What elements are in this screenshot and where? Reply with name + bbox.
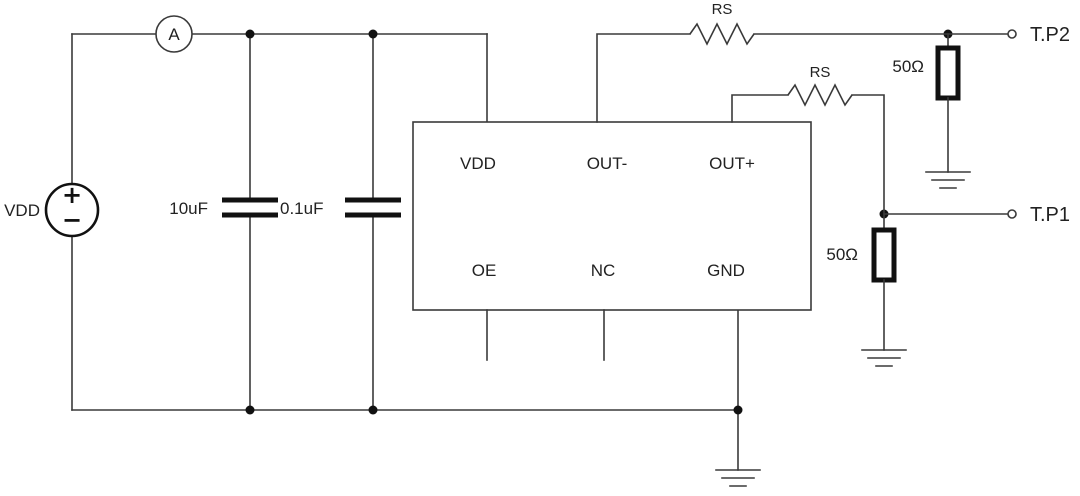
source-label: VDD bbox=[4, 201, 40, 220]
pin-gnd-label: GND bbox=[707, 261, 745, 280]
chip-body bbox=[412, 121, 812, 311]
r-tp1-label: 50Ω bbox=[826, 245, 858, 264]
rs2-resistor bbox=[787, 83, 853, 107]
capacitor-10uf: 10uF bbox=[169, 33, 278, 411]
oscillator-chip: VDD OUT- OUT+ OE NC GND bbox=[412, 121, 812, 361]
rs2-label: RS bbox=[810, 64, 831, 81]
r-tp2-label: 50Ω bbox=[892, 57, 924, 76]
test-point-tp2: T.P2 bbox=[1007, 24, 1070, 46]
cap2-label: 0.1uF bbox=[280, 199, 323, 218]
load-resistor-tp2: 50Ω bbox=[892, 33, 961, 173]
r-tp1-body bbox=[871, 227, 897, 283]
tp2-label: T.P2 bbox=[1030, 24, 1070, 46]
pin-out-minus-label: OUT- bbox=[587, 154, 628, 173]
pin-out-plus-label: OUT+ bbox=[709, 154, 755, 173]
ground-symbol-tp2 bbox=[925, 171, 971, 189]
rs1-label: RS bbox=[712, 1, 733, 18]
out-plus-path: RS bbox=[731, 64, 1009, 231]
voltage-source: + − VDD bbox=[4, 33, 100, 411]
rs1-resistor bbox=[689, 22, 755, 46]
out-minus-path: RS bbox=[596, 1, 1009, 123]
ground-symbol-tp1 bbox=[861, 349, 907, 367]
tp1-terminal bbox=[1007, 209, 1017, 219]
junction-dot bbox=[733, 405, 743, 415]
bottom-rail bbox=[71, 309, 739, 471]
junction-dot bbox=[368, 405, 378, 415]
load-resistor-tp1: 50Ω bbox=[826, 227, 897, 351]
r-tp2-body bbox=[935, 45, 961, 101]
ammeter: A bbox=[155, 15, 193, 53]
pin-oe-label: OE bbox=[472, 261, 497, 280]
pin-vdd-label: VDD bbox=[460, 154, 496, 173]
source-minus-sign: − bbox=[62, 206, 82, 234]
junction-dot bbox=[245, 29, 255, 39]
junction-dot bbox=[368, 29, 378, 39]
pin-nc-label: NC bbox=[591, 261, 616, 280]
junction-dots bbox=[245, 29, 953, 415]
test-point-tp1: T.P1 bbox=[1007, 204, 1070, 226]
junction-dot bbox=[245, 405, 255, 415]
tp1-label: T.P1 bbox=[1030, 204, 1070, 226]
ammeter-circle bbox=[155, 15, 193, 53]
cap1-label: 10uF bbox=[169, 199, 208, 218]
tp2-terminal bbox=[1007, 29, 1017, 39]
ground-symbol-main bbox=[715, 469, 761, 487]
ammeter-label: A bbox=[168, 25, 180, 44]
source-circle bbox=[44, 182, 100, 238]
top-rail bbox=[71, 33, 488, 123]
capacitor-0-1uf: 0.1uF bbox=[280, 33, 401, 411]
source-plus-sign: + bbox=[62, 181, 82, 209]
